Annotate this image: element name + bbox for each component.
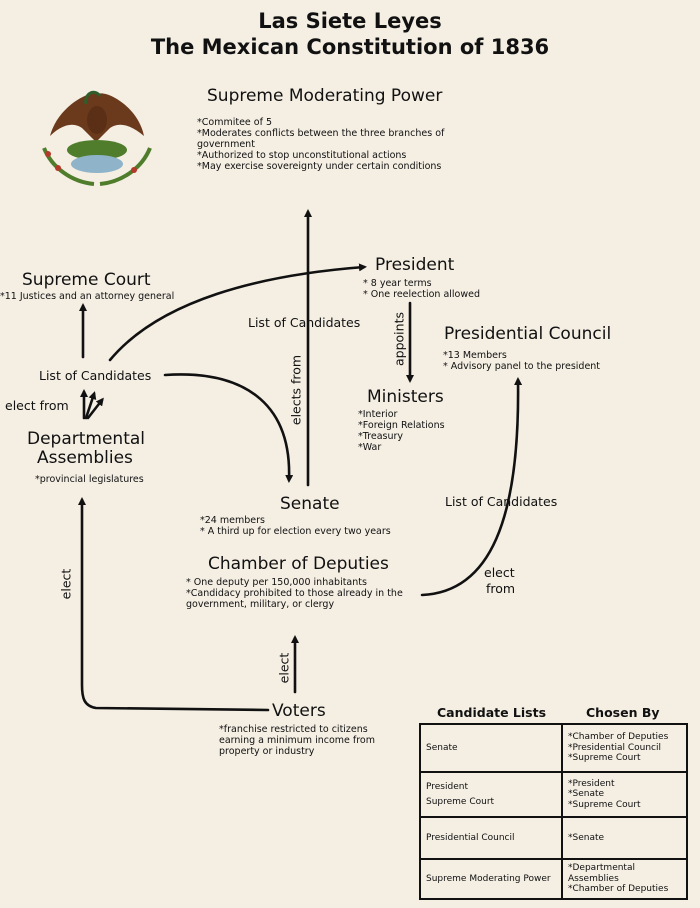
note: government, military, or clergy bbox=[186, 599, 335, 610]
table-cell-list: President Supreme Court bbox=[419, 771, 563, 818]
note: *Interior bbox=[358, 409, 398, 420]
ministers-heading: Ministers bbox=[367, 387, 444, 407]
note: *War bbox=[358, 442, 382, 453]
note: *provincial legislatures bbox=[35, 474, 144, 485]
cell-text: *Presidential Council bbox=[568, 742, 662, 753]
label-elect-voters: elect bbox=[276, 652, 292, 684]
note: property or industry bbox=[219, 746, 315, 757]
table-cell-chosen: *President *Senate *Supreme Court bbox=[561, 771, 688, 818]
supreme-court-notes: *11 Justices and an attorney general bbox=[0, 291, 174, 302]
presidential-council-heading: Presidential Council bbox=[444, 324, 612, 344]
label-elect-right-1: elect bbox=[484, 565, 515, 580]
note: *Authorized to stop unconstitutional act… bbox=[197, 150, 407, 161]
cell-text: Supreme Moderating Power bbox=[426, 873, 551, 884]
cell-text: *Senate bbox=[568, 832, 605, 843]
note: *Moderates conflicts between the three b… bbox=[197, 128, 445, 139]
cell-text: Supreme Court bbox=[426, 796, 495, 807]
chamber-notes: * One deputy per 150,000 inhabitants *Ca… bbox=[186, 577, 403, 610]
moderating-power-notes: *Commitee of 5 *Moderates conflicts betw… bbox=[197, 117, 444, 172]
label-list-of-candidates-left: List of Candidates bbox=[39, 368, 152, 383]
table-cell-chosen: *Departmental Assemblies *Chamber of Dep… bbox=[561, 858, 688, 900]
cell-text: *Departmental Assemblies bbox=[568, 863, 635, 884]
note: * A third up for election every two year… bbox=[200, 526, 391, 537]
moderating-power-heading: Supreme Moderating Power bbox=[207, 86, 443, 106]
senate-notes: *24 members * A third up for election ev… bbox=[200, 515, 391, 537]
label-elects-from: elects from bbox=[288, 354, 304, 426]
arrow-candidates-to-president bbox=[108, 263, 367, 362]
assemblies-notes: *provincial legislatures bbox=[35, 474, 144, 485]
table-row: Supreme Moderating Power *Departmental A… bbox=[419, 858, 688, 900]
assemblies-heading-line-2: Assemblies bbox=[37, 448, 133, 468]
label-appoints: appoints bbox=[391, 312, 407, 366]
cell-text: *Chamber of Deputies bbox=[568, 884, 669, 895]
note: earning a minimum income from bbox=[219, 735, 376, 746]
table-header-candidate-lists: Candidate Lists bbox=[437, 705, 547, 720]
label-elect-left: elect bbox=[58, 568, 74, 600]
arrow-chamber-to-council bbox=[420, 377, 523, 597]
table-cell-chosen: *Chamber of Deputies *Presidential Counc… bbox=[561, 723, 688, 773]
cell-text: Senate bbox=[426, 742, 458, 753]
arrow-assemblies-to-list-2 bbox=[84, 391, 97, 420]
note: *11 Justices and an attorney general bbox=[0, 291, 175, 302]
arrow-voters-to-assemblies bbox=[78, 497, 270, 712]
ministers-notes: *Interior *Foreign Relations *Treasury *… bbox=[358, 409, 445, 453]
note: government bbox=[197, 139, 255, 150]
note: *13 Members bbox=[443, 350, 507, 361]
note: * Advisory panel to the president bbox=[443, 361, 601, 372]
table-row: Senate *Chamber of Deputies *Presidentia… bbox=[419, 723, 688, 773]
assemblies-heading-line-1: Departmental bbox=[27, 429, 146, 449]
cell-text: *Supreme Court bbox=[568, 753, 641, 764]
supreme-court-heading: Supreme Court bbox=[22, 270, 151, 290]
senate-heading: Senate bbox=[280, 494, 340, 514]
label-list-of-candidates-center: List of Candidates bbox=[248, 315, 361, 330]
table-cell-list: Presidential Council bbox=[419, 816, 563, 860]
candidate-lists-table: Senate *Chamber of Deputies *Presidentia… bbox=[419, 723, 688, 900]
chamber-heading: Chamber of Deputies bbox=[208, 554, 389, 574]
label-list-of-candidates-right: List of Candidates bbox=[445, 494, 558, 509]
cell-text: *Senate bbox=[568, 789, 605, 800]
note: *Treasury bbox=[358, 431, 404, 442]
note: * One reelection allowed bbox=[363, 289, 481, 300]
note: *24 members bbox=[200, 515, 265, 526]
table-cell-list: Senate bbox=[419, 723, 563, 773]
note: *Commitee of 5 bbox=[197, 117, 272, 128]
voters-heading: Voters bbox=[272, 701, 326, 721]
president-notes: * 8 year terms * One reelection allowed bbox=[363, 278, 480, 300]
label-elect-right-2: from bbox=[486, 581, 516, 596]
cell-text: *Supreme Court bbox=[568, 799, 641, 810]
cell-text: *Chamber of Deputies bbox=[568, 732, 669, 743]
table-header-chosen-by: Chosen By bbox=[586, 705, 660, 720]
label-elect-from-left: elect from bbox=[5, 398, 69, 413]
note: * One deputy per 150,000 inhabitants bbox=[186, 577, 367, 588]
arrow-assemblies-to-list-3 bbox=[86, 397, 104, 420]
table-row: President Supreme Court *President *Sena… bbox=[419, 771, 688, 818]
cell-text: Presidential Council bbox=[426, 832, 515, 843]
cell-text: *President bbox=[568, 778, 615, 789]
note: * 8 year terms bbox=[363, 278, 432, 289]
cell-text: President bbox=[426, 782, 468, 792]
presidential-council-notes: *13 Members * Advisory panel to the pres… bbox=[443, 350, 600, 372]
table-row: Presidential Council *Senate bbox=[419, 816, 688, 860]
note: *Candidacy prohibited to those already i… bbox=[186, 588, 403, 599]
voters-notes: *franchise restricted to citizens earnin… bbox=[219, 724, 375, 757]
table-cell-list: Supreme Moderating Power bbox=[419, 858, 563, 900]
note: *May exercise sovereignty under certain … bbox=[197, 161, 442, 172]
president-heading: President bbox=[375, 255, 455, 275]
table-cell-chosen: *Senate bbox=[561, 816, 688, 860]
arrow-candidates-to-senate bbox=[163, 373, 294, 483]
note: *Foreign Relations bbox=[358, 420, 445, 431]
eagle-seal-icon bbox=[34, 84, 160, 192]
title-line-1: Las Siete Leyes bbox=[258, 9, 442, 33]
title-line-2: The Mexican Constitution of 1836 bbox=[150, 35, 550, 59]
note: *franchise restricted to citizens bbox=[219, 724, 368, 735]
